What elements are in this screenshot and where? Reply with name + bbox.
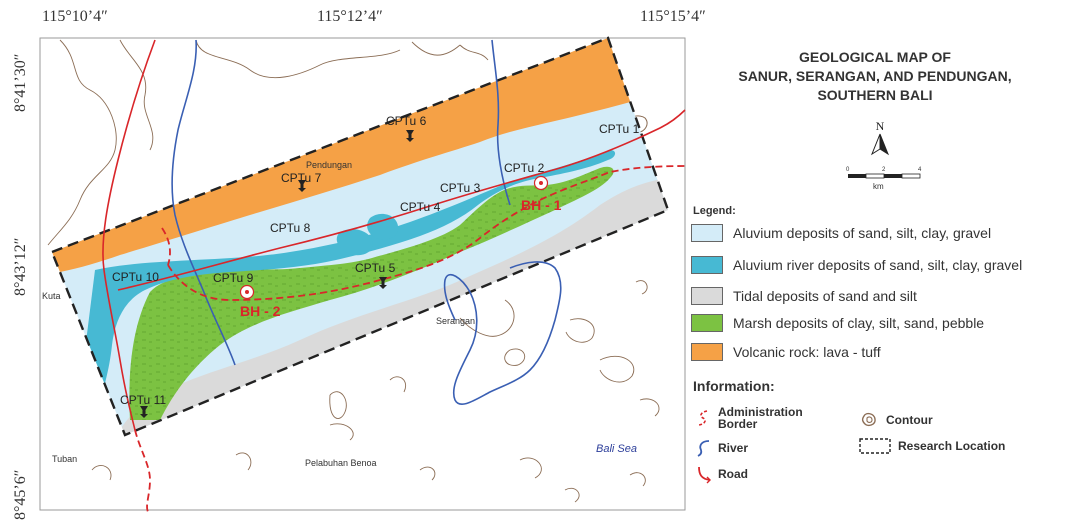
legend-item-aluvium: Aluvium deposits of sand, silt, clay, gr… <box>691 222 991 244</box>
legend-swatch-aluvium <box>691 224 723 242</box>
info-river: River <box>693 438 748 458</box>
place-pendungan: Pendungan <box>306 160 352 170</box>
info-admin-border: Administration Border <box>693 406 803 430</box>
place-kuta: Kuta <box>42 291 61 301</box>
north-arrow: N <box>860 120 900 161</box>
legend-label-aluvium-river: Aluvium river deposits of sand, silt, cl… <box>733 257 1023 273</box>
legend-swatch-volcanic <box>691 343 723 361</box>
cptu-10-label: CPTu 10 <box>112 270 159 284</box>
river-label: River <box>718 441 749 455</box>
legend-label-aluvium: Aluvium deposits of sand, silt, clay, gr… <box>733 225 992 241</box>
info-road: Road <box>693 464 748 484</box>
information-heading: Information: <box>693 378 775 394</box>
place-tuban: Tuban <box>52 454 77 464</box>
north-arrow-icon <box>870 133 890 156</box>
bh-2-label: BH - 2 <box>240 303 281 319</box>
place-bali-sea: Bali Sea <box>596 443 637 455</box>
title-line-1: GEOLOGICAL MAP OF <box>799 49 951 65</box>
longitude-label-1: 115°10’4″ <box>42 8 108 25</box>
cptu-7-label: CPTu 7 <box>281 171 322 185</box>
scale-tick-0: 0 <box>846 167 850 173</box>
cptu-9-label: CPTu 9 <box>213 271 254 285</box>
cptu-3-label: CPTu 3 <box>440 181 481 195</box>
place-serangan: Serangan <box>436 316 475 326</box>
legend-label-marsh: Marsh deposits of clay, silt, sand, pebb… <box>733 315 985 331</box>
cptu-1-label: CPTu 1 <box>599 122 640 136</box>
longitude-label-2: 115°12’4″ <box>317 8 383 25</box>
map-frame <box>39 37 686 511</box>
info-research-location: Research Location <box>858 436 1005 456</box>
legend-swatch-marsh <box>691 314 723 332</box>
admin-border-icon <box>698 410 708 426</box>
road-label: Road <box>718 467 748 481</box>
legend-swatch-tidal <box>691 287 723 305</box>
title-line-2: SANUR, SERANGAN, AND PENDUNGAN, <box>738 68 1012 84</box>
legend-label-tidal: Tidal deposits of sand and silt <box>733 288 917 304</box>
contour-icon <box>861 412 876 427</box>
scale-bar-graphic: 0 2 4 <box>846 167 922 179</box>
scale-tick-2: 2 <box>882 167 886 173</box>
map-title: GEOLOGICAL MAP OF SANUR, SERANGAN, AND P… <box>690 48 1060 105</box>
cptu-markers <box>140 130 414 418</box>
cptu-6-marker <box>406 130 414 142</box>
scale-unit: km <box>873 182 884 191</box>
cptu-5-label: CPTu 5 <box>355 261 396 275</box>
legend-swatch-aluvium-river <box>691 256 723 274</box>
legend-item-volcanic: Volcanic rock: lava - tuff <box>691 341 881 363</box>
research-location-icon <box>859 438 891 454</box>
legend-item-marsh: Marsh deposits of clay, silt, sand, pebb… <box>691 312 984 334</box>
research-location-box <box>50 36 670 437</box>
scale-tick-4: 4 <box>918 167 922 173</box>
cptu-11-marker <box>140 406 148 418</box>
legend-item-tidal: Tidal deposits of sand and silt <box>691 285 917 307</box>
borehole-bh-1-marker <box>533 175 549 191</box>
cptu-2-label: CPTu 2 <box>504 161 545 175</box>
cptu-7-marker <box>298 180 306 192</box>
rivers <box>171 39 562 405</box>
title-line-3: SOUTHERN BALI <box>817 87 933 103</box>
roads <box>102 39 686 431</box>
legend-item-aluvium-river: Aluvium river deposits of sand, silt, cl… <box>691 254 1022 276</box>
legend-label-volcanic: Volcanic rock: lava - tuff <box>733 344 881 360</box>
legend-heading: Legend: <box>693 205 736 217</box>
scale-bar: 0 2 4 <box>846 165 926 188</box>
cptu-6-label: CPTu 6 <box>386 114 427 128</box>
longitude-label-3: 115°15’4″ <box>640 8 706 25</box>
admin-border-label: Administration Border <box>718 405 803 431</box>
north-letter: N <box>875 119 885 133</box>
cptu-11-label: CPTu 11 <box>120 393 166 407</box>
road-icon <box>698 466 711 484</box>
cptu-4-label: CPTu 4 <box>400 200 441 214</box>
place-pelabuhan-benoa: Pelabuhan Benoa <box>305 458 377 468</box>
cptu-8-label: CPTu 8 <box>270 221 311 235</box>
administration-border <box>134 165 686 513</box>
contour-label: Contour <box>886 413 933 427</box>
research-location-label: Research Location <box>898 439 1006 453</box>
info-contour: Contour <box>858 410 933 430</box>
borehole-bh-2-marker <box>239 284 255 300</box>
cptu-5-marker <box>379 277 387 289</box>
bh-1-label: BH - 1 <box>521 197 562 213</box>
river-icon <box>697 440 710 457</box>
